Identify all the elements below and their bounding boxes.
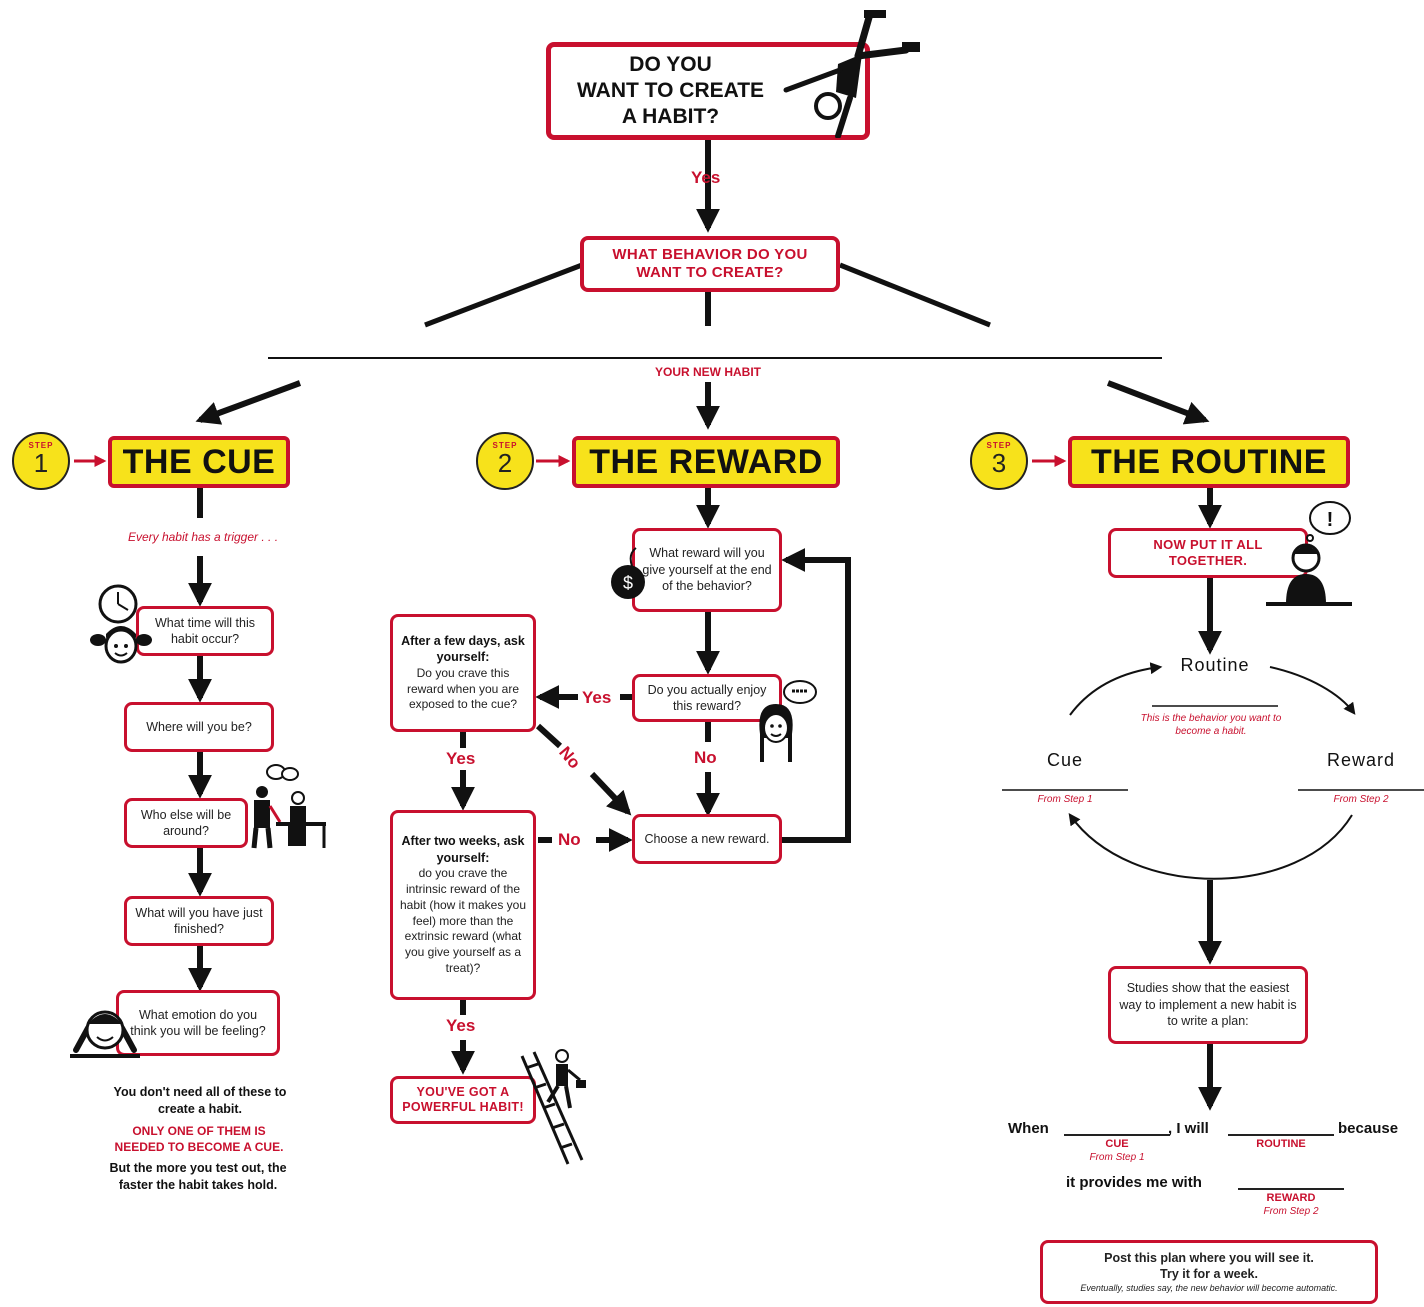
yes-label-start: Yes bbox=[691, 168, 721, 187]
reward-question-enjoy: Do you actually enjoy this reward? bbox=[632, 674, 782, 722]
loop-reward-label: Reward bbox=[1326, 750, 1396, 770]
step-1-title: THE CUE bbox=[108, 436, 290, 488]
loop-cue-note: From Step 1 bbox=[1037, 794, 1093, 805]
girl-speech-icon bbox=[759, 680, 817, 762]
loop-reward-note: From Step 2 bbox=[1333, 794, 1389, 805]
start-question-box: DO YOU WANT TO CREATE A HABIT? bbox=[546, 42, 870, 140]
ladder-climber-icon bbox=[520, 1049, 586, 1165]
behavior-question-box: WHAT BEHAVIOR DO YOU WANT TO CREATE? bbox=[580, 236, 840, 292]
powerful-habit-box: YOU'VE GOT A POWERFUL HABIT! bbox=[390, 1076, 536, 1124]
cue-trigger-note: Every habit has a trigger . . . bbox=[127, 530, 279, 544]
reward-few-days-box: After a few days, ask yourself: Do you c… bbox=[390, 614, 536, 732]
your-new-habit-label: YOUR NEW HABIT bbox=[655, 365, 761, 379]
plan-routine-blank bbox=[1228, 1134, 1334, 1136]
arrow-to-cue bbox=[195, 380, 302, 425]
cue-footer-2: ONLY ONE OF THEM IS NEEDED TO BECOME A C… bbox=[114, 1124, 284, 1154]
behavior-question: WHAT BEHAVIOR DO YOU WANT TO CREATE? bbox=[612, 246, 808, 281]
thinking-person-icon: ! bbox=[1266, 501, 1352, 606]
loop-routine-label: Routine bbox=[1180, 655, 1250, 675]
step-2-badge: STEP 2 bbox=[476, 432, 534, 490]
money-bag-icon: $ bbox=[611, 547, 645, 599]
post-plan-box: Post this plan where you will see it. Tr… bbox=[1040, 1240, 1378, 1304]
svg-text:!: ! bbox=[1327, 509, 1334, 531]
loop-cue-label: Cue bbox=[1046, 750, 1084, 770]
cue-footer-3: But the more you test out, the faster th… bbox=[109, 1161, 287, 1192]
plan-provides: it provides me with bbox=[1066, 1174, 1202, 1191]
start-question: DO YOU WANT TO CREATE A HABIT? bbox=[577, 52, 765, 129]
yes-label-enjoy: Yes bbox=[582, 688, 612, 707]
slant-left bbox=[424, 262, 583, 328]
studies-box: Studies show that the easiest way to imp… bbox=[1108, 966, 1308, 1044]
step-1-badge: STEP 1 bbox=[12, 432, 70, 490]
reward-two-weeks-box: After two weeks, ask yourself: do you cr… bbox=[390, 810, 536, 1000]
step-3-badge: STEP 3 bbox=[970, 432, 1028, 490]
plan-because: because bbox=[1338, 1120, 1399, 1137]
plan-when: When bbox=[1008, 1120, 1049, 1137]
plan-reward-label: REWARD bbox=[1266, 1192, 1316, 1204]
people-at-desk-icon bbox=[251, 764, 326, 849]
plan-i-will: , I will bbox=[1168, 1120, 1209, 1137]
plan-cue-blank bbox=[1064, 1134, 1170, 1136]
reward-choose-new: Choose a new reward. bbox=[632, 814, 782, 864]
plan-reward-blank bbox=[1238, 1188, 1344, 1190]
plan-cue-label: CUE bbox=[1105, 1138, 1129, 1150]
stick-figure-cartwheel-icon bbox=[783, 10, 920, 138]
step-3-title: THE ROUTINE bbox=[1068, 436, 1350, 488]
cue-question-time: What time will this habit occur? bbox=[136, 606, 274, 656]
plan-cue-note: From Step 1 bbox=[1089, 1152, 1145, 1163]
loop-routine-note: This is the behavior you want to become … bbox=[1140, 713, 1282, 737]
no-label-two-weeks: No bbox=[558, 830, 581, 849]
arrow-to-routine bbox=[1106, 380, 1210, 425]
cue-question-emotion: What emotion do you think you will be fe… bbox=[116, 990, 280, 1056]
yes-label-few-days: Yes bbox=[446, 749, 476, 768]
yes-label-two-weeks: Yes bbox=[446, 1016, 476, 1035]
no-label-enjoy: No bbox=[694, 748, 717, 767]
girl-face-icon bbox=[90, 626, 152, 664]
clock-icon bbox=[98, 584, 138, 624]
plan-routine-label: ROUTINE bbox=[1256, 1138, 1306, 1150]
relaxed-person-icon bbox=[70, 1010, 140, 1058]
cue-question-who: Who else will be around? bbox=[124, 798, 248, 848]
svg-text:$: $ bbox=[623, 573, 633, 593]
plan-reward-note: From Step 2 bbox=[1263, 1206, 1319, 1217]
reward-question-what: What reward will you give yourself at th… bbox=[632, 528, 782, 612]
cue-question-finished: What will you have just finished? bbox=[124, 896, 274, 946]
cue-footer-1: You don't need all of these to create a … bbox=[113, 1085, 287, 1116]
slant-right bbox=[839, 262, 991, 328]
step-2-title: THE REWARD bbox=[572, 436, 840, 488]
cue-question-where: Where will you be? bbox=[124, 702, 274, 752]
